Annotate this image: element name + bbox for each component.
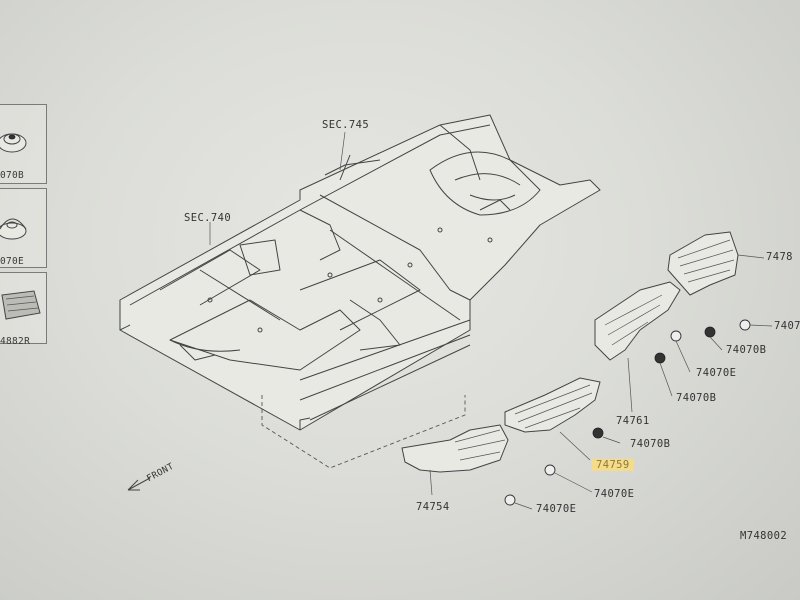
label-74754[interactable]: 74754 [416,501,450,513]
heat-insulator-74759 [504,377,601,461]
label-74070e-b[interactable]: 74070E [594,488,635,500]
label-74070e-c[interactable]: 74070E [536,503,577,515]
insulator-pad-icon [1,290,41,320]
label-74759-highlighted[interactable]: 74759 [592,459,634,471]
sec745-leader [339,131,346,171]
diagram-code: M748002 [740,530,788,542]
fastener-clips [504,319,773,510]
label-74761[interactable]: 74761 [616,415,650,427]
thumbnail-sidebar: 070B 070E 4882R [0,104,48,347]
projection-lines [261,395,466,469]
clip-070b-icon [0,133,27,153]
label-74070b-a[interactable]: 74070B [726,344,767,356]
thumbnail-4882r[interactable] [0,272,47,344]
thumbnail-070e[interactable] [0,188,47,268]
label-sec745[interactable]: SEC.745 [322,119,370,131]
floor-pan-assembly [119,114,601,431]
thumbnail-label: 070E [0,256,25,267]
heat-insulator-74761 [594,281,681,413]
thumbnail-label: 070B [0,170,25,181]
label-74781[interactable]: 7478 [766,251,793,263]
label-74070e-a[interactable]: 74070E [696,367,737,379]
thumbnail-label: 4882R [0,336,31,347]
heat-insulator-74781 [667,231,765,296]
thumbnail-070b[interactable] [0,104,47,184]
front-arrow-icon [127,477,151,491]
label-sec740[interactable]: SEC.740 [184,212,232,224]
label-74070-top[interactable]: 7407 [774,320,800,332]
label-74070b-b[interactable]: 74070B [676,392,717,404]
label-74070b-c[interactable]: 74070B [630,438,671,450]
clip-070e-icon [0,218,27,240]
heat-insulator-74754 [401,424,509,496]
